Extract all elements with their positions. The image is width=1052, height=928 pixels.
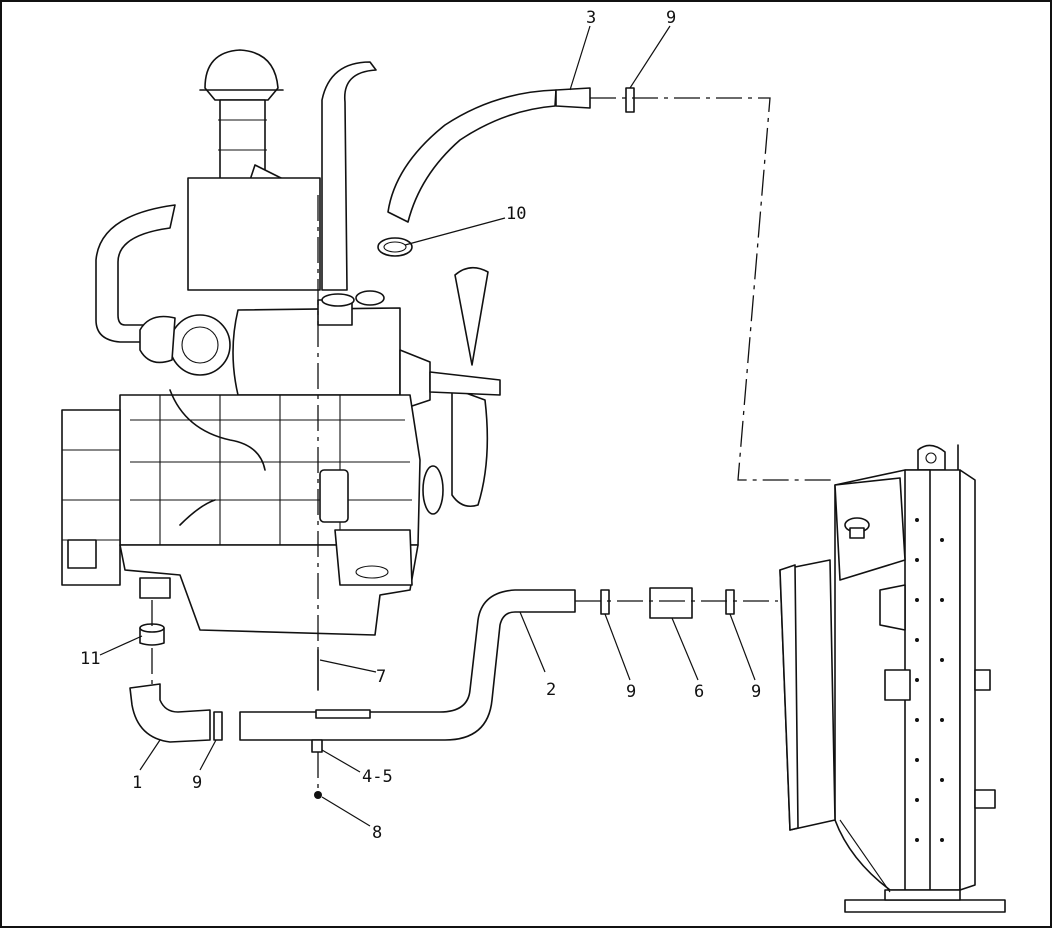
part-9-clamp-upper xyxy=(625,87,635,113)
callout-2: 2 xyxy=(546,680,556,700)
callout-8: 8 xyxy=(372,823,382,843)
callout-9-right: 9 xyxy=(751,682,761,702)
hose-parts xyxy=(129,87,735,799)
callout-9-top: 9 xyxy=(666,8,676,28)
assembly-centerlines xyxy=(151,97,832,795)
part-9-clamp-mid xyxy=(600,589,610,615)
part-2-lower-pipe xyxy=(239,589,576,741)
callout-1: 1 xyxy=(132,773,142,793)
part-10-gasket xyxy=(377,237,413,257)
callout-7: 7 xyxy=(376,667,386,687)
leader-lines xyxy=(99,25,756,827)
callout-6: 6 xyxy=(694,682,704,702)
part-9-clamp-lower-left xyxy=(213,711,223,741)
callout-3: 3 xyxy=(586,8,596,28)
part-9-clamp-right xyxy=(725,589,735,615)
part-3-upper-hose xyxy=(387,89,557,223)
callout-9-mid: 9 xyxy=(626,682,636,702)
callout-labels: 3 9 10 11 1 9 7 2 9 6 9 4-5 8 xyxy=(80,8,761,843)
part-6-sleeve xyxy=(649,587,693,619)
callout-11: 11 xyxy=(80,649,100,669)
callout-9-left: 9 xyxy=(192,773,202,793)
part-4-5-drain-valve xyxy=(311,739,323,753)
radiator-assembly xyxy=(779,444,1006,913)
callout-4-5: 4-5 xyxy=(362,767,393,787)
engine-assembly xyxy=(61,49,501,636)
part-1-elbow xyxy=(129,683,211,743)
callout-10: 10 xyxy=(506,204,526,224)
